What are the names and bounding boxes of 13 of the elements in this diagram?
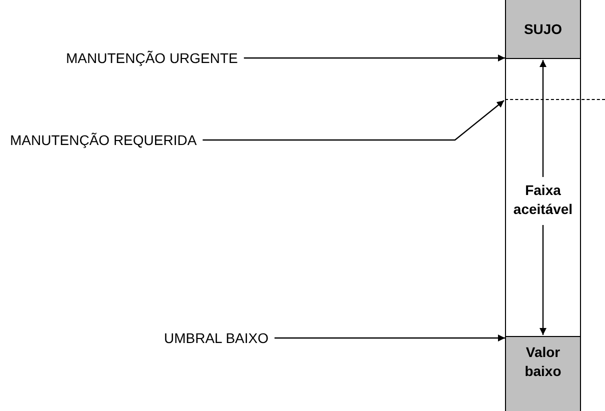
threshold-label: MANUTENÇÃO URGENTE <box>66 49 238 67</box>
dirty-zone-box: SUJO <box>506 0 580 59</box>
arrow <box>540 60 546 177</box>
low-value-box: Valor baixo <box>506 336 580 411</box>
leader-arrow <box>202 100 504 141</box>
dashed-threshold-line <box>505 99 605 102</box>
leader-arrow <box>244 54 505 62</box>
threshold-label: MANUTENÇÃO REQUERIDA <box>10 131 197 149</box>
leader-arrow <box>274 334 505 342</box>
gauge-column <box>505 0 581 411</box>
acceptable-range-label: Faixa aceitável <box>508 181 578 221</box>
threshold-label: UMBRAL BAIXO <box>164 329 269 347</box>
arrow <box>540 225 546 335</box>
